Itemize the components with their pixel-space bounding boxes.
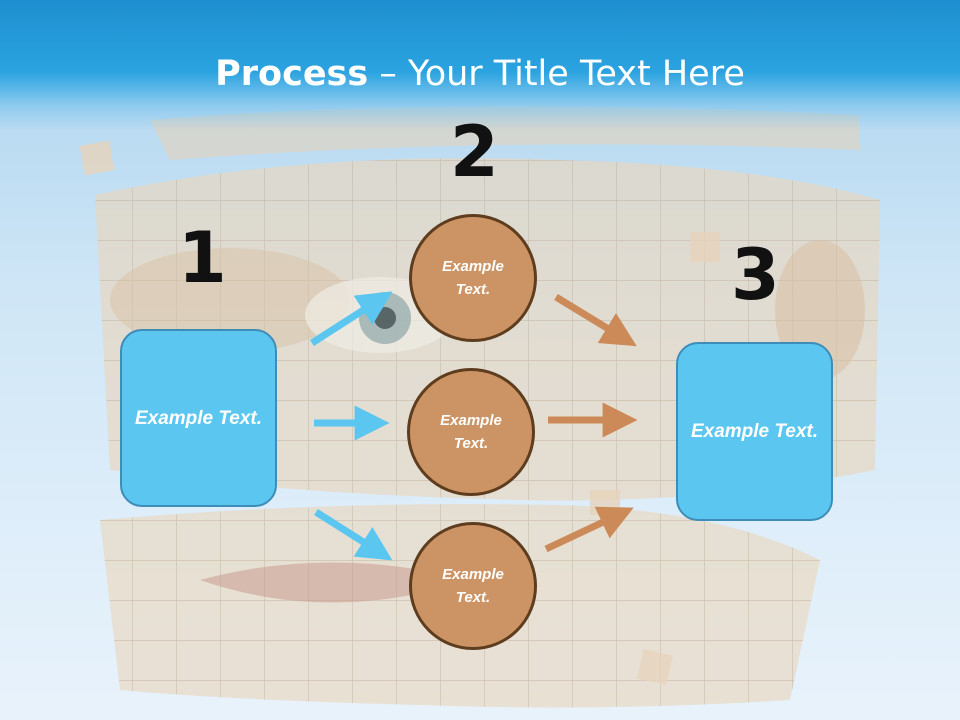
- step-2-text-top: Example Text.: [442, 258, 504, 298]
- step-2-number: 2: [450, 111, 499, 193]
- arrow-circle-top-to-box3: [554, 294, 637, 347]
- step-2-circle-middle: Example Text.: [407, 368, 535, 496]
- step-3-text: Example Text.: [690, 421, 819, 442]
- arrow-box1-to-circle-top: [310, 291, 393, 346]
- title-bar: [0, 0, 960, 130]
- step-2-text-bottom: Example Text.: [442, 566, 504, 606]
- step-3-box: Example Text.: [676, 342, 833, 521]
- step-2-circle-top: Example Text.: [409, 214, 537, 342]
- page-title: Process – Your Title Text Here: [0, 52, 960, 96]
- step-1-number: 1: [178, 217, 227, 299]
- title-rest: – Your Title Text Here: [368, 54, 745, 94]
- step-1-text: Example Text.: [134, 407, 263, 429]
- arrow-circle-bottom-to-box3: [544, 506, 634, 553]
- step-2-text-middle: Example Text.: [440, 412, 502, 452]
- step-2-circle-bottom: Example Text.: [409, 522, 537, 650]
- step-1-box: Example Text.: [120, 329, 277, 507]
- title-bold: Process: [215, 54, 369, 94]
- arrow-box1-to-circle-bottom: [314, 509, 393, 561]
- step-3-number: 3: [731, 234, 780, 316]
